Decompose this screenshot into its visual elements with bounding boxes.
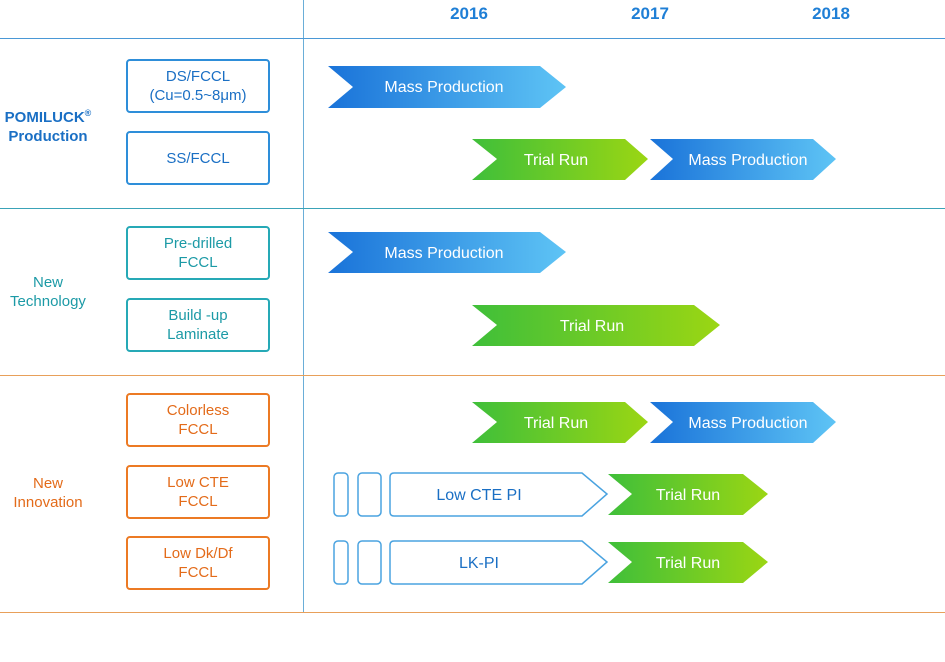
group-separator-2 [0,375,945,376]
pre-drilled-mass-production-arrow: Mass Production [328,232,566,273]
group-label-production: POMILUCK® Production [0,104,98,146]
lk-pi-label: LK-PI [459,555,499,572]
product-colorless-fccl: Colorless FCCL [126,393,270,447]
ss-fccl-trial-run-arrow: Trial Run [472,139,648,180]
year-2016: 2016 [450,4,488,23]
product-low-cte-fccl: Low CTE FCCL [126,465,270,519]
group-label-innovation-main: New [32,475,63,492]
low-cte-development-arrow: Low CTE PI [333,472,609,517]
low-cte-trial-run-arrow: Trial Run [608,474,768,515]
product-pre-drilled-fccl: Pre-drilled FCCL [126,226,270,280]
group-label-production-line2: Production [8,128,88,145]
registered-mark: ® [84,108,92,118]
group-label-innovation: New Innovation [0,474,98,512]
product-low-dk-df-fccl: Low Dk/Df FCCL [126,536,270,590]
group-label-technology-line2: Technology [10,293,86,310]
ds-fccl-mass-production-label: Mass Production [384,79,503,96]
build-up-trial-run-arrow: Trial Run [472,305,720,346]
group-label-technology: New Technology [0,273,98,311]
pre-drilled-mass-production-label: Mass Production [384,245,503,262]
group-label-production-main: POMILUCK [4,109,85,126]
group-separator-1 [0,208,945,209]
colorless-mass-production-arrow: Mass Production [650,402,836,443]
ss-fccl-trial-run-label: Trial Run [524,152,588,169]
ds-fccl-mass-production-arrow: Mass Production [328,66,566,108]
group-label-innovation-line2: Innovation [13,494,83,511]
low-dk-df-development-arrow: LK-PI [333,540,609,585]
header-separator [0,38,945,39]
low-dk-df-trial-run-label: Trial Run [656,555,720,572]
product-ds-fccl: DS/FCCL (Cu=0.5~8μm) [126,59,270,113]
low-cte-trial-run-label: Trial Run [656,487,720,504]
build-up-trial-run-label: Trial Run [560,318,624,335]
colorless-mass-production-label: Mass Production [688,415,807,432]
group-label-technology-main: New [32,274,63,291]
year-2017: 2017 [631,4,669,23]
timeline-divider [303,0,304,613]
colorless-trial-run-arrow: Trial Run [472,402,648,443]
product-ss-fccl: SS/FCCL [126,131,270,185]
product-build-up-laminate: Build -up Laminate [126,298,270,352]
year-2018: 2018 [812,4,850,23]
ss-fccl-mass-production-label: Mass Production [688,152,807,169]
ss-fccl-mass-production-arrow: Mass Production [650,139,836,180]
low-dk-df-trial-run-arrow: Trial Run [608,542,768,583]
colorless-trial-run-label: Trial Run [524,415,588,432]
bottom-separator [0,612,945,613]
low-cte-pi-label: Low CTE PI [436,487,521,504]
